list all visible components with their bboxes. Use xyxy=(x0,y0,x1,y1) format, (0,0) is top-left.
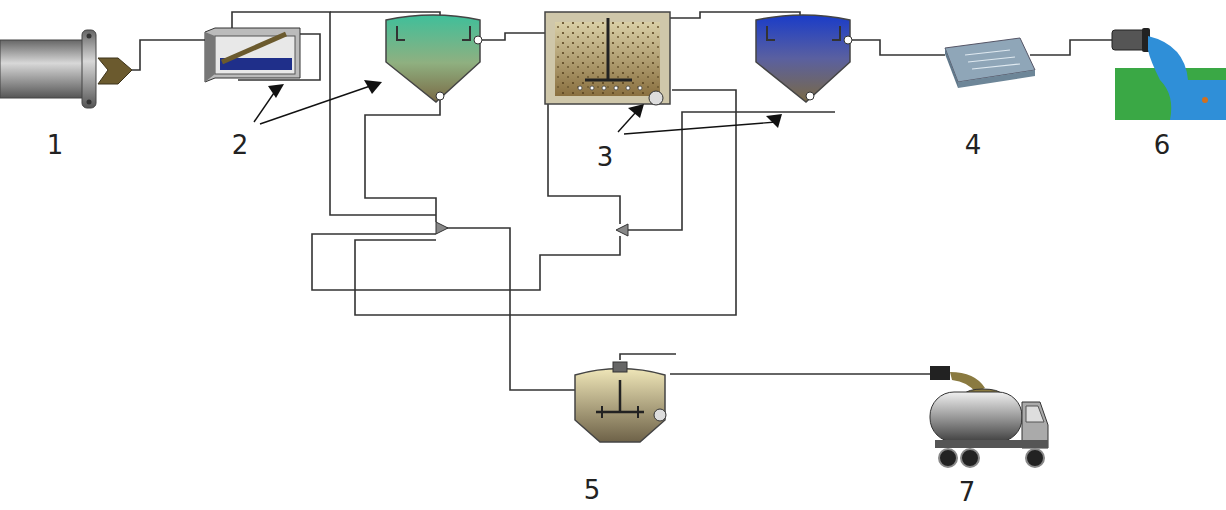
callout-number: 6 xyxy=(1154,132,1171,158)
callout-number: 4 xyxy=(965,132,982,158)
callout-number: 2 xyxy=(232,132,249,158)
callout-number: 1 xyxy=(47,132,64,158)
callout-number: 3 xyxy=(597,144,614,170)
callout-number: 5 xyxy=(584,477,601,503)
callout-number: 7 xyxy=(959,479,976,505)
